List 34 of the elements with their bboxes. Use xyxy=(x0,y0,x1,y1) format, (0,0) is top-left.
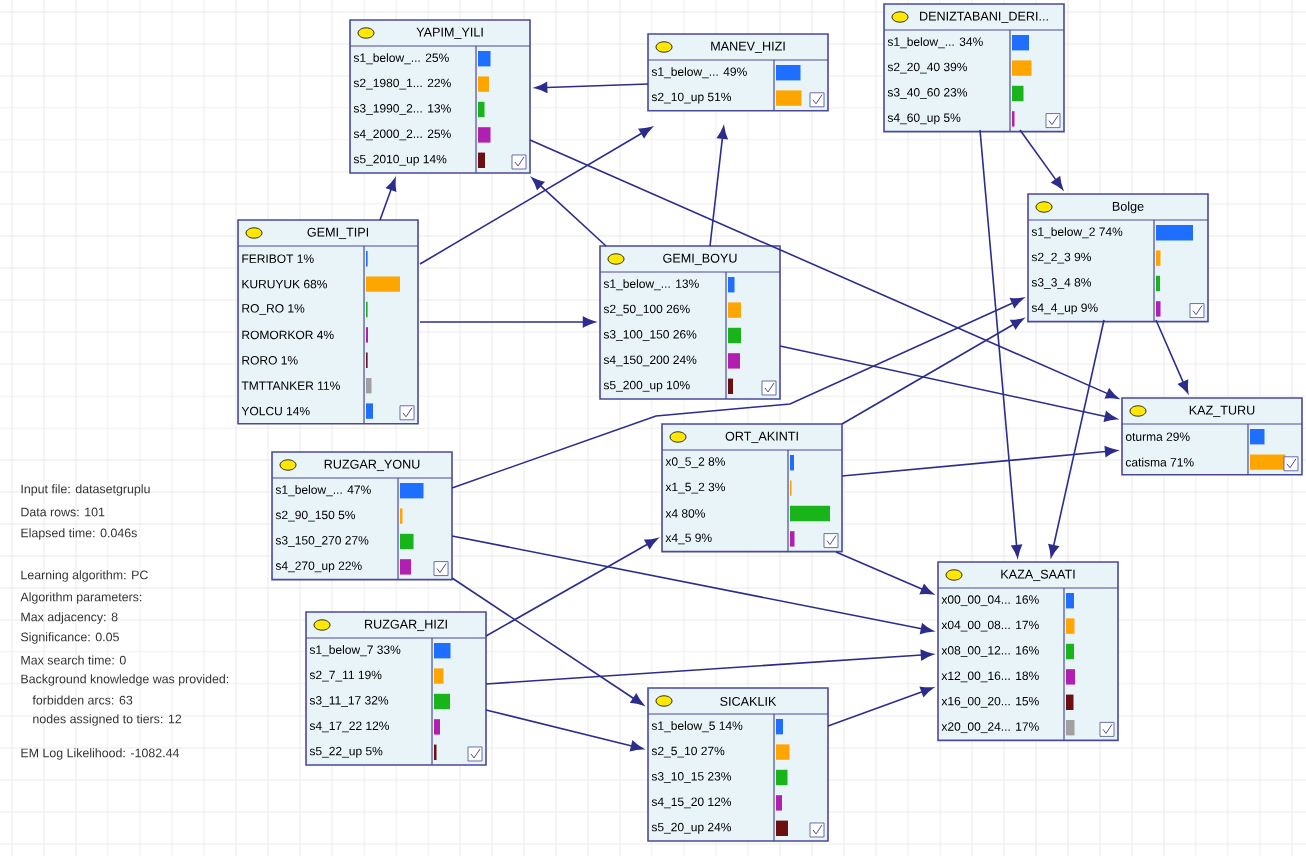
network-node xyxy=(1121,397,1303,476)
arrow xyxy=(1155,319,1189,394)
arrow xyxy=(827,686,934,727)
arrow xyxy=(1019,129,1064,190)
arrow xyxy=(709,126,728,247)
arrow xyxy=(379,178,397,221)
arrow xyxy=(841,446,1118,477)
network-node xyxy=(349,19,531,174)
network-node xyxy=(647,33,829,112)
arrow xyxy=(529,139,1119,399)
arrow xyxy=(485,649,934,685)
arrow xyxy=(534,82,649,93)
arrow xyxy=(451,297,1024,489)
network-node xyxy=(647,687,829,842)
network-node xyxy=(883,3,1065,133)
network-node xyxy=(599,245,781,400)
arrow xyxy=(979,129,1022,558)
arrow xyxy=(835,551,934,595)
network-node xyxy=(937,561,1119,742)
network-node xyxy=(661,423,843,553)
network-node xyxy=(237,219,419,425)
arrow xyxy=(1048,319,1105,558)
arrow xyxy=(451,577,644,706)
arrow xyxy=(841,318,1024,425)
arrow xyxy=(419,126,653,265)
arrow xyxy=(419,316,596,328)
arrow xyxy=(531,177,607,247)
arrow xyxy=(485,537,658,637)
arrow xyxy=(779,345,1118,422)
arrow xyxy=(451,535,934,635)
network-node xyxy=(271,451,453,581)
network-node xyxy=(1027,193,1209,323)
network-node xyxy=(305,611,487,766)
arrow xyxy=(485,709,644,752)
